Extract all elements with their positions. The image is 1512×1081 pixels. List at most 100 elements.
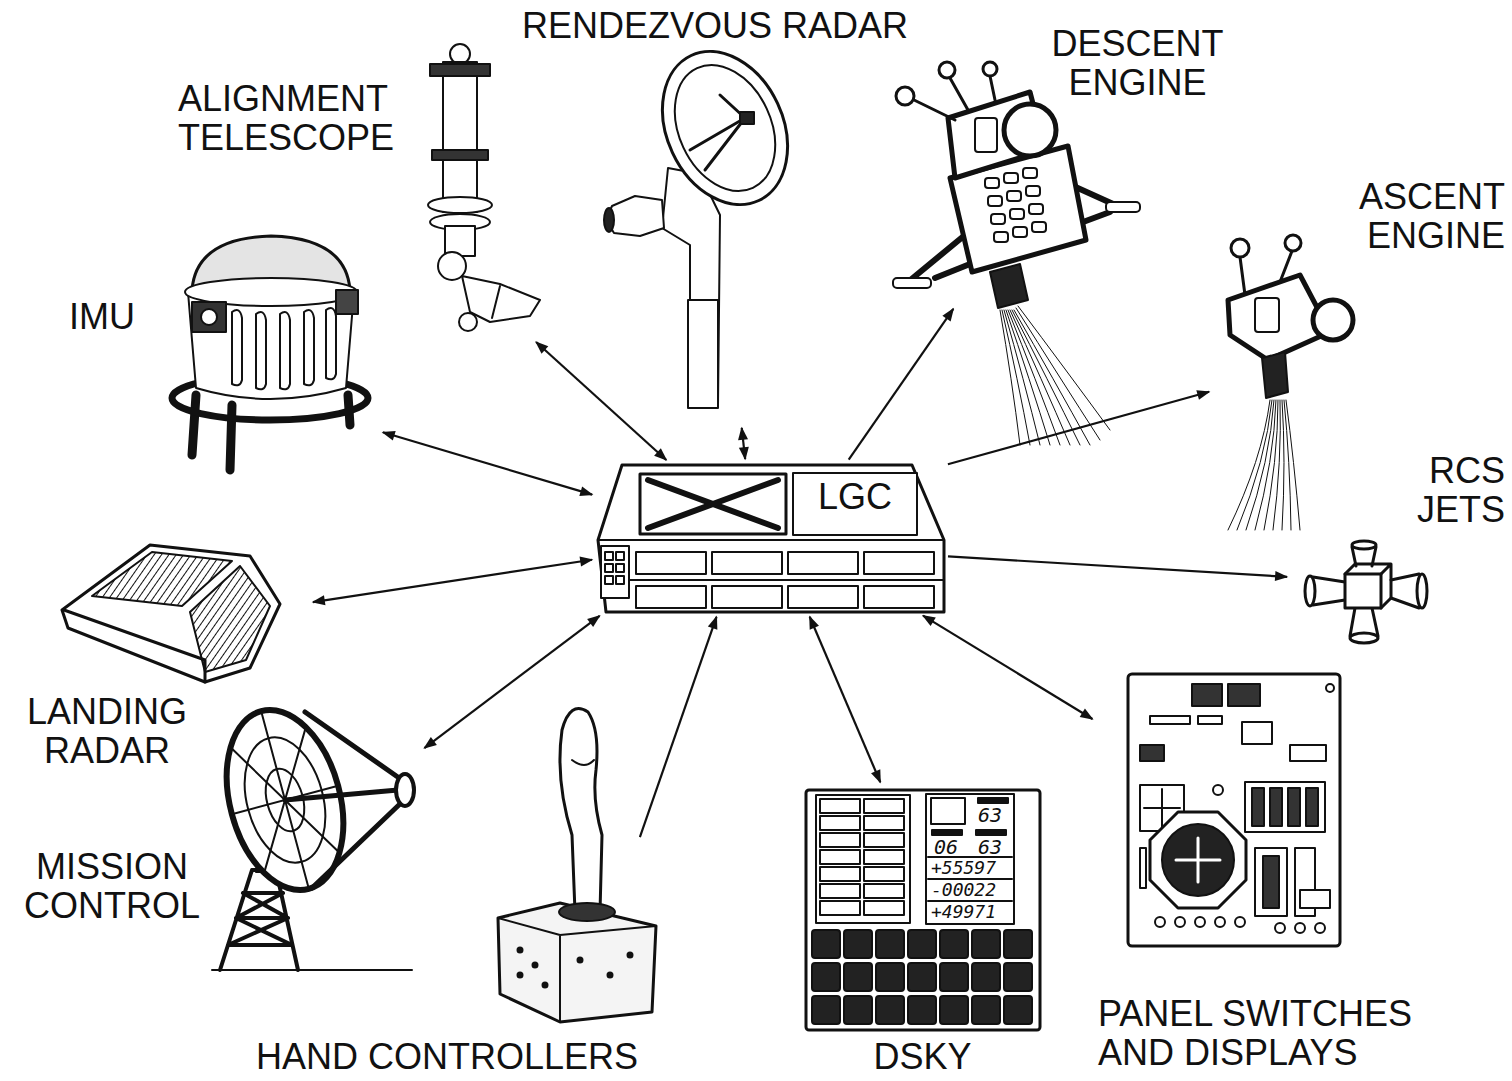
descent-stage-drawing-part xyxy=(1014,310,1090,445)
ascent-stage-drawing-part xyxy=(1262,352,1288,398)
rendezvous-radar-drawing-part xyxy=(690,118,745,150)
alignment-telescope-drawing-part xyxy=(432,150,488,160)
dsky-drawing-part xyxy=(820,816,860,830)
rendezvous-radar-drawing-part xyxy=(639,31,812,225)
rcs-jet-drawing-part xyxy=(1391,574,1419,608)
ascent-stage-drawing-part xyxy=(1286,400,1300,530)
descent-stage-drawing-part xyxy=(1004,104,1056,156)
ascent-stage-drawing-part xyxy=(1284,400,1291,530)
antenna-drawing-part xyxy=(396,774,414,806)
dsky-drawing-part xyxy=(820,833,860,847)
antenna-drawing-part xyxy=(285,712,402,888)
descent-stage-drawing-part xyxy=(1029,204,1043,214)
ascent-stage-drawing-part xyxy=(1313,300,1353,340)
connector-arrow xyxy=(948,556,1287,576)
descent-stage-drawing-part xyxy=(1016,308,1100,440)
imu-drawing-part xyxy=(192,395,196,455)
rcs-jet-drawing-part xyxy=(1313,577,1345,605)
alignment-telescope-drawing-part xyxy=(430,64,490,76)
component-label: MISSION CONTROL xyxy=(12,848,212,926)
dsky-drawing-part xyxy=(876,963,904,991)
component-label: RENDEZVOUS RADAR xyxy=(500,7,930,46)
connector-arrow xyxy=(948,392,1209,464)
component-node: LANDING RADAR xyxy=(10,535,310,772)
panel-drawing-part xyxy=(1155,917,1165,927)
ascent-stage-drawing-part xyxy=(1240,257,1245,295)
panel-drawing-part xyxy=(1242,722,1272,744)
dsky-drawing-part xyxy=(864,850,904,864)
descent-stage-drawing-part xyxy=(994,232,1008,242)
lgc-drawing-part xyxy=(616,552,624,560)
panel-drawing-part xyxy=(1140,745,1164,761)
panel-drawing-part xyxy=(1128,674,1340,946)
computer-node: LGC xyxy=(595,462,945,614)
display-digits: 06 xyxy=(934,837,958,857)
descent-stage-drawing-part xyxy=(1106,202,1140,212)
descent-stage-drawing-part xyxy=(1007,191,1021,201)
dsky-drawing-part xyxy=(812,930,1032,1024)
display-digits: 63 xyxy=(978,805,1002,825)
component-node: PANEL SWITCHES AND DISPLAYS xyxy=(1095,672,1457,1077)
descent-stage-drawing-part xyxy=(950,78,968,110)
component-label: DSKY xyxy=(800,1038,1045,1077)
descent-stage-drawing-part xyxy=(939,62,955,78)
panel-drawing-part xyxy=(1162,824,1234,896)
lgc-drawing-part xyxy=(636,552,706,574)
dsky-drawing-part xyxy=(864,799,904,813)
hand-controller-drawing-part xyxy=(518,973,523,978)
lgc-drawing-part xyxy=(598,465,944,612)
ascent-stage-drawing-part xyxy=(1285,235,1301,251)
lgc-drawing-part xyxy=(601,546,629,598)
lgc-drawing-part xyxy=(788,552,858,574)
connector-arrow xyxy=(313,560,592,602)
imu-drawing-part xyxy=(232,310,242,385)
panel-drawing-part xyxy=(1300,890,1330,908)
descent-stage-drawing-part xyxy=(990,76,995,100)
lgc-drawing-part xyxy=(606,579,944,581)
dsky-drawing-part xyxy=(908,930,936,958)
descent-stage-drawing-part xyxy=(988,196,1002,206)
component-node: RCS JETS xyxy=(1290,450,1508,650)
panel-drawing-part xyxy=(1263,856,1279,908)
imu-drawing-part xyxy=(304,310,314,385)
component-label: DESCENT ENGINE xyxy=(1035,25,1240,103)
hand-controller-drawing-part xyxy=(533,963,538,968)
descent-stage-drawing-part xyxy=(1012,310,1080,445)
dsky-drawing-part xyxy=(864,816,904,830)
ascent-stage-drawing xyxy=(1228,235,1353,530)
rendezvous-radar-drawing-part xyxy=(604,208,614,232)
rendezvous-radar-drawing-part xyxy=(655,49,794,208)
connector-arrow xyxy=(849,309,954,460)
component-label: LANDING RADAR xyxy=(12,693,202,771)
descent-stage-drawing-part xyxy=(896,87,914,105)
alignment-telescope-drawing-part xyxy=(443,62,477,212)
descent-stage-drawing-part xyxy=(1013,227,1027,237)
hand-controller-drawing-part xyxy=(628,953,633,958)
dsky-drawing-part xyxy=(1004,963,1032,991)
panel-drawing-part xyxy=(1228,684,1260,706)
lgc-drawing-part xyxy=(616,576,624,584)
component-node: RENDEZVOUS RADAR xyxy=(495,5,935,425)
component-label: IMU xyxy=(62,298,142,337)
panel-drawing-part xyxy=(1326,684,1334,692)
component-label: ASCENT ENGINE xyxy=(1335,178,1505,256)
dsky-drawing-part xyxy=(928,856,1012,858)
panel-drawing-part xyxy=(1252,788,1264,826)
ascent-stage-drawing-part xyxy=(1231,239,1249,257)
panel-drawing-part xyxy=(1198,716,1222,724)
dsky-drawing-part xyxy=(972,996,1000,1024)
ascent-stage-drawing-part xyxy=(1255,298,1279,332)
dsky-drawing-part xyxy=(926,794,1014,924)
component-label: HAND CONTROLLERS xyxy=(232,1038,662,1077)
imu-drawing-part xyxy=(336,290,358,314)
connector-arrow xyxy=(810,617,881,782)
dsky-drawing-part xyxy=(908,963,936,991)
dsky-drawing-part xyxy=(844,963,872,991)
component-node: DESCENT ENGINE xyxy=(955,25,1245,445)
imu-drawing-part xyxy=(192,302,226,332)
display-digits: +55597 xyxy=(931,859,996,877)
landing-radar-drawing-part xyxy=(64,610,205,682)
panel-drawing-part xyxy=(1175,917,1185,927)
